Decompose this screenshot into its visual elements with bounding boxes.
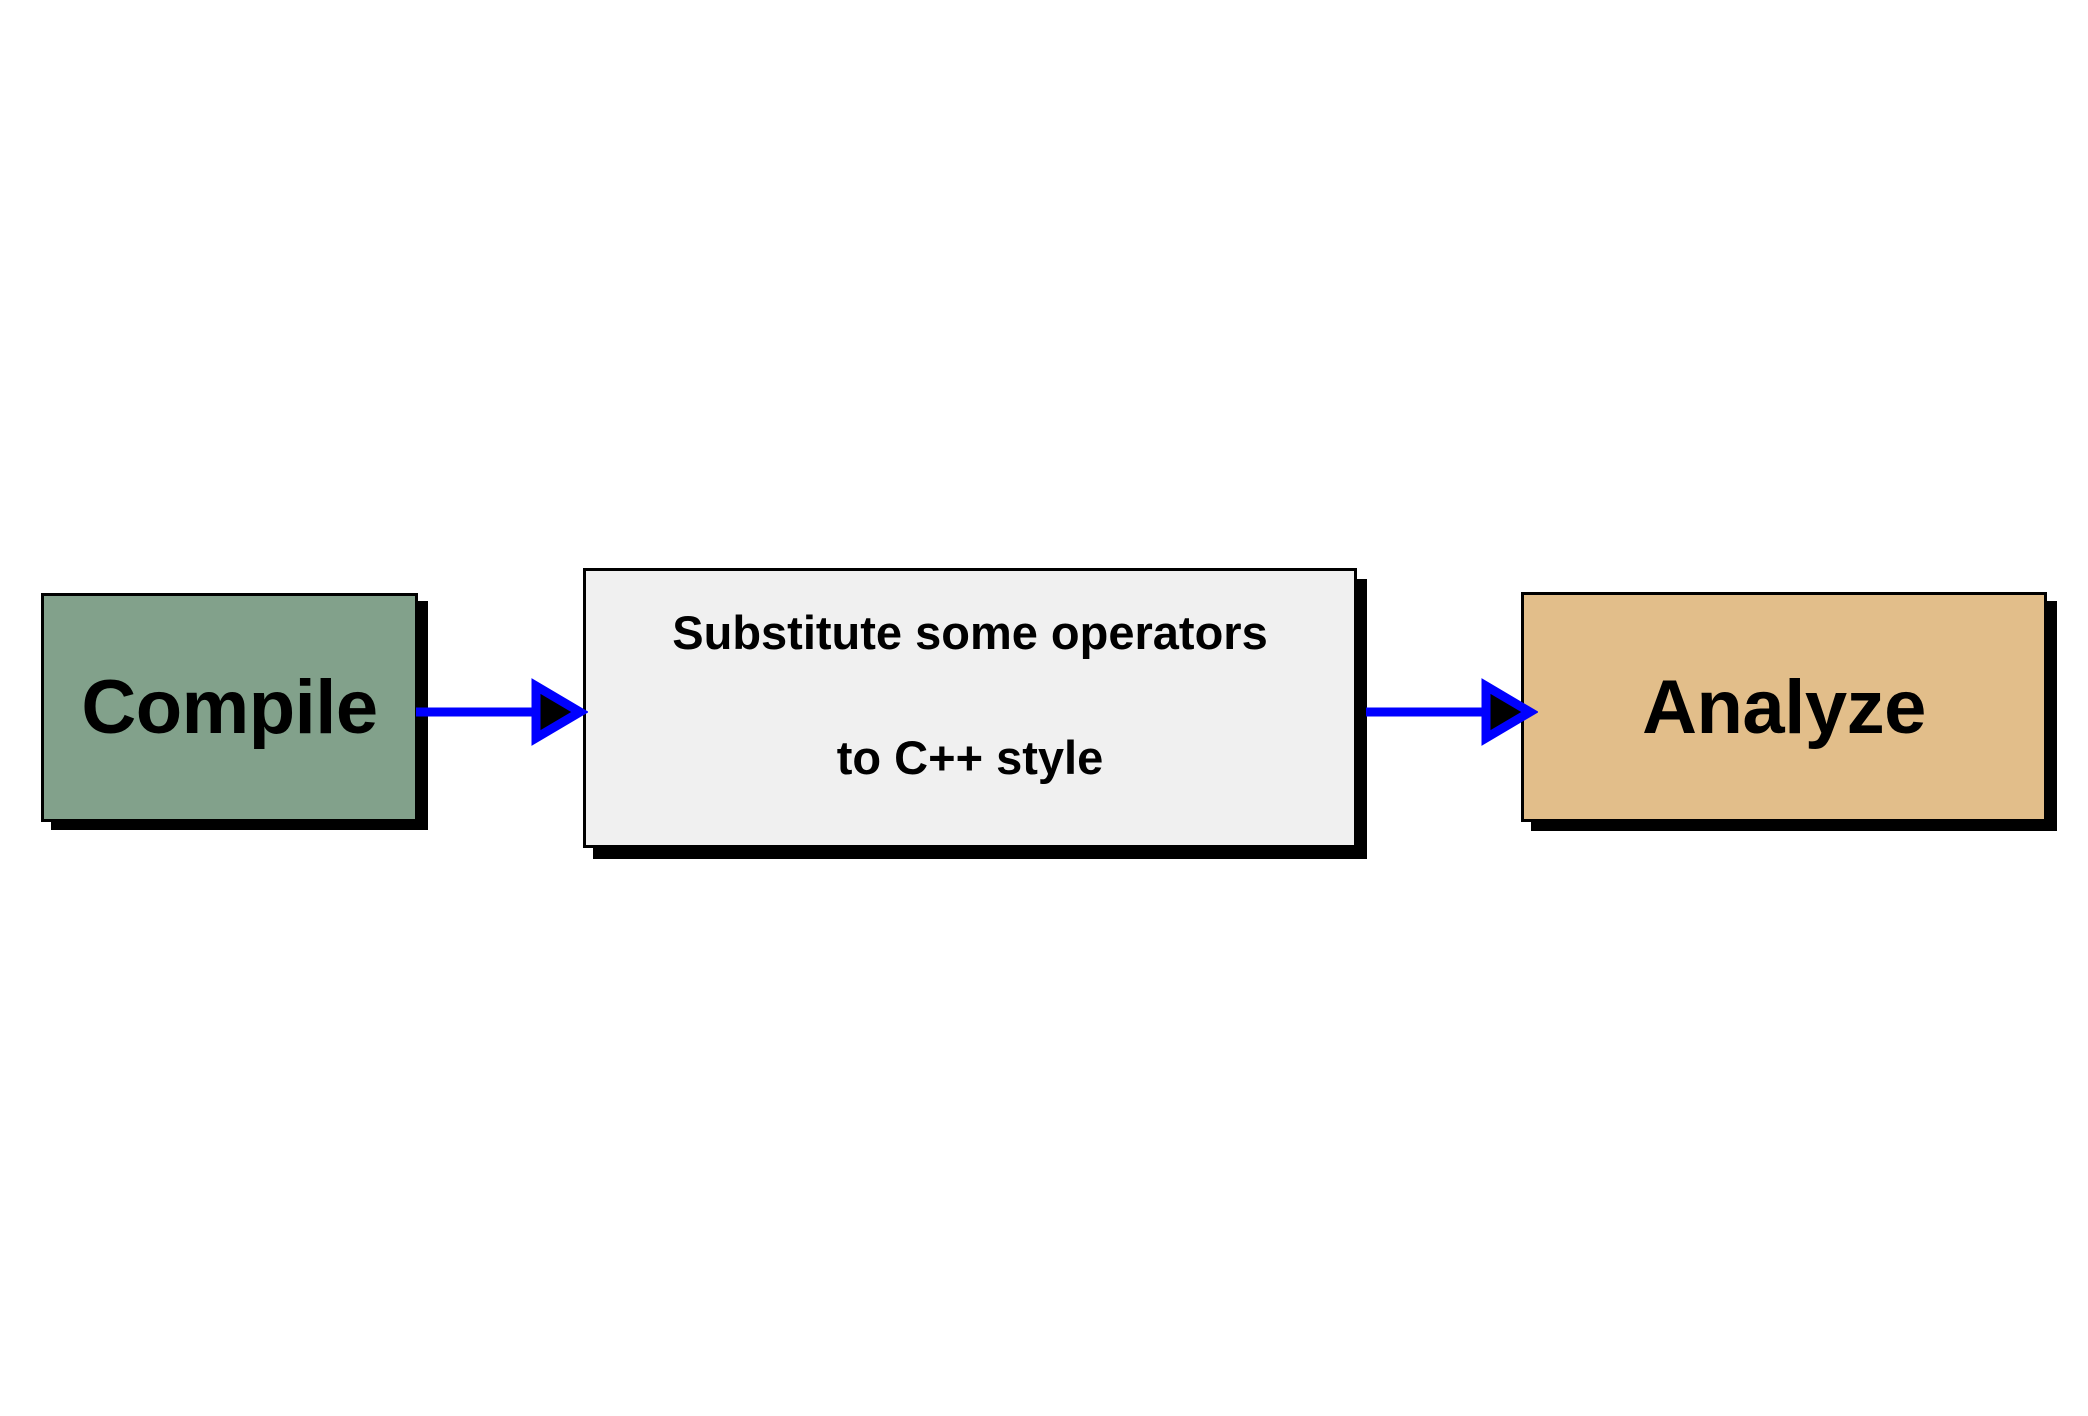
node-analyze-label: Analyze (1642, 664, 1926, 750)
node-substitute-label-line1: Substitute some operators (672, 606, 1268, 659)
node-compile[interactable]: Compile (41, 593, 418, 822)
arrow-compile-to-substitute (416, 678, 588, 746)
node-compile-label: Compile (81, 665, 378, 750)
node-substitute[interactable]: Substitute some operators to C++ style (583, 568, 1357, 848)
node-substitute-label-line2: to C++ style (836, 731, 1104, 784)
arrow-substitute-to-analyze (1366, 678, 1538, 746)
node-analyze[interactable]: Analyze (1521, 592, 2047, 822)
